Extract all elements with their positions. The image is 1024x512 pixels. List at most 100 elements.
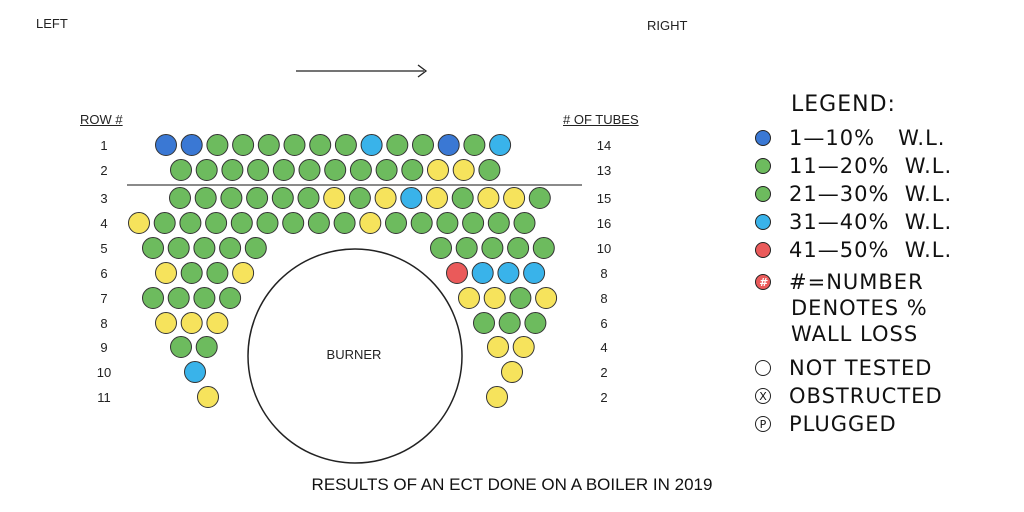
obstructed-icon: X xyxy=(755,388,771,404)
burner xyxy=(247,248,463,464)
tube-r2-l5 xyxy=(272,159,295,181)
tube-r1-l12 xyxy=(437,134,460,156)
tube-count: 2 xyxy=(600,390,607,405)
tube-r3-l9 xyxy=(374,187,397,209)
legend-item: 31—40% W.L. xyxy=(755,210,952,234)
row-number: 4 xyxy=(100,216,107,231)
tube-r3-l6 xyxy=(297,187,320,209)
tube-r8-r1 xyxy=(473,312,495,334)
tube-r5-l3 xyxy=(193,237,216,259)
tube-count: 14 xyxy=(597,138,611,153)
tube-count: 2 xyxy=(600,365,607,380)
tube-r1-l11 xyxy=(412,134,434,156)
legend-item: 41—50% W.L. xyxy=(755,238,952,262)
tube-count: 15 xyxy=(597,191,611,206)
row-header: ROW # xyxy=(80,112,123,127)
tube-r9-r2 xyxy=(512,336,535,358)
tube-r7-l4 xyxy=(219,287,242,309)
tube-r2-l2 xyxy=(195,159,218,181)
row-number: 10 xyxy=(97,365,111,380)
tube-r7-r2 xyxy=(483,287,506,309)
tube-r9-l2 xyxy=(195,336,218,358)
plugged-icon: P xyxy=(755,416,771,432)
tube-r1-l5 xyxy=(257,134,280,156)
legend-label: 21—30% W.L. xyxy=(789,182,953,206)
tube-r2-l3 xyxy=(221,159,244,181)
legend-note-denotes: DENOTES % xyxy=(791,296,928,320)
tube-r4-l10 xyxy=(359,212,382,234)
tube-r3-l11 xyxy=(426,187,448,209)
row-number: 3 xyxy=(100,191,107,206)
cyan-circle-icon xyxy=(755,214,771,230)
tube-r1-l2 xyxy=(180,134,203,156)
tube-r1-l10 xyxy=(386,134,409,156)
tube-r2-l11 xyxy=(427,159,449,181)
tube-r5-l2 xyxy=(167,237,190,259)
row-number: 5 xyxy=(100,241,107,256)
tube-r4-l9 xyxy=(333,212,356,234)
tube-r4-l2 xyxy=(153,212,176,234)
legend-note-wall-loss: WALL LOSS xyxy=(791,322,919,346)
tube-r6-l3 xyxy=(206,262,229,284)
tubes-header: # OF TUBES xyxy=(563,112,639,127)
empty-circle-icon xyxy=(755,360,771,376)
row-number: 7 xyxy=(100,291,107,306)
tube-r10-r1 xyxy=(501,361,523,383)
right-label: RIGHT xyxy=(647,18,688,33)
tube-r4-l14 xyxy=(462,212,485,234)
row-number: 11 xyxy=(97,390,111,405)
tube-r3-l13 xyxy=(477,187,500,209)
tube-r8-l2 xyxy=(180,312,203,334)
blue-circle-icon xyxy=(755,130,771,146)
legend-label: PLUGGED xyxy=(789,412,897,436)
tube-r5-r4 xyxy=(507,237,530,259)
legend-item: 11—20% W.L. xyxy=(755,154,952,178)
tube-r8-l3 xyxy=(206,312,229,334)
tube-r3-l10 xyxy=(400,187,423,209)
tube-r1-l13 xyxy=(463,134,486,156)
tube-r1-l4 xyxy=(232,134,255,156)
tube-r6-r1 xyxy=(446,262,468,284)
legend-title: LEGEND: xyxy=(791,92,896,117)
burner-label: BURNER xyxy=(327,347,382,362)
tube-count: 16 xyxy=(597,216,611,231)
green-circle-icon xyxy=(755,186,771,202)
tube-r5-l4 xyxy=(219,237,242,259)
tube-r9-l1 xyxy=(170,336,192,358)
tube-r11-r1 xyxy=(486,386,508,408)
tube-r6-l1 xyxy=(155,262,177,284)
tube-r4-l8 xyxy=(307,212,330,234)
legend-item-number: # #=NUMBER xyxy=(755,270,924,294)
tube-r7-r3 xyxy=(509,287,532,309)
tube-count: 10 xyxy=(597,241,611,256)
legend-item-not-tested: NOT TESTED xyxy=(755,356,932,380)
tube-count: 6 xyxy=(600,316,607,331)
tube-r10-l1 xyxy=(184,361,206,383)
tube-r8-r2 xyxy=(498,312,521,334)
tube-r4-l6 xyxy=(256,212,279,234)
row-number: 9 xyxy=(100,340,107,355)
legend-label: 1—10% W.L. xyxy=(789,126,946,150)
tube-r6-l2 xyxy=(180,262,203,284)
tube-r1-l6 xyxy=(283,134,306,156)
tube-r5-r2 xyxy=(455,237,478,259)
legend-label: #=NUMBER xyxy=(789,270,924,294)
tube-r6-r2 xyxy=(471,262,494,284)
tube-r4-l16 xyxy=(513,212,536,234)
row-number: 8 xyxy=(100,316,107,331)
tube-r7-l2 xyxy=(167,287,190,309)
legend-label: OBSTRUCTED xyxy=(789,384,943,408)
tube-r4-l3 xyxy=(179,212,202,234)
legend-label: NOT TESTED xyxy=(789,356,933,380)
tube-r7-l1 xyxy=(142,287,164,309)
tube-r2-l9 xyxy=(375,159,398,181)
legend-label: 41—50% W.L. xyxy=(789,238,953,262)
legend-item-plugged: P PLUGGED xyxy=(755,412,897,436)
tube-r7-r1 xyxy=(458,287,480,309)
tube-r1-l7 xyxy=(309,134,332,156)
figure-caption: RESULTS OF AN ECT DONE ON A BOILER IN 20… xyxy=(311,475,713,494)
tube-r2-l4 xyxy=(247,159,270,181)
tube-count: 8 xyxy=(600,291,607,306)
tube-r7-l3 xyxy=(193,287,216,309)
tube-r4-l13 xyxy=(436,212,459,234)
